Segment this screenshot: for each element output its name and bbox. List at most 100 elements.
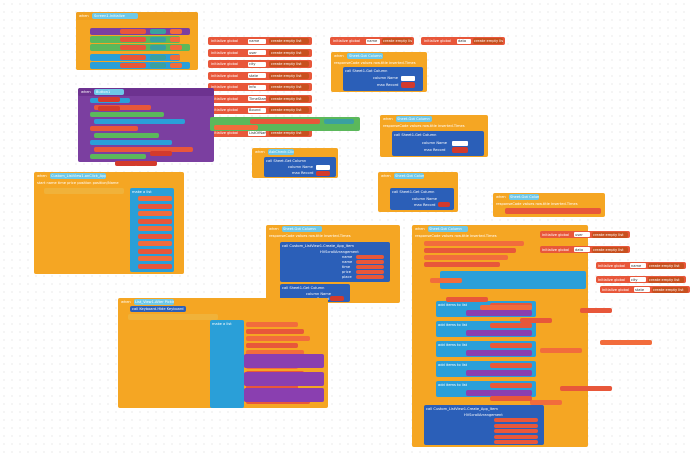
add-items-to-list[interactable]: add items to list: [436, 361, 536, 377]
global-name-field[interactable]: user: [574, 232, 590, 237]
event-block-onclick[interactable]: whenCustom_ListView1.onClick_App_Itemsta…: [34, 172, 184, 274]
global-name-field[interactable]: ListOfNames: [248, 130, 266, 136]
event-keyword: when: [269, 227, 279, 231]
event-name: AskCheck.Click: [269, 150, 294, 154]
statement-row: [90, 140, 172, 145]
list-op: create empty list: [271, 73, 302, 78]
add-items-to-list[interactable]: add items to list: [436, 381, 536, 397]
text-field[interactable]: [401, 75, 415, 81]
init-prefix: initialize global: [542, 232, 570, 237]
global-name-field[interactable]: state: [248, 73, 266, 78]
make-a-list-block[interactable]: make a list: [130, 188, 174, 272]
global-name: name: [631, 263, 642, 268]
event-name: Sheet.Got Column: [349, 54, 382, 58]
global-name: Info: [249, 85, 256, 89]
list-op-block[interactable]: [210, 117, 360, 131]
component-chip: Sheet.Got Column: [509, 194, 539, 200]
param-label: name: [342, 255, 353, 259]
text-field[interactable]: [316, 164, 330, 170]
param-label: column Name: [422, 141, 447, 145]
open-another-screen: [44, 188, 124, 194]
global-name-field[interactable]: TimeStamp: [248, 96, 266, 101]
global-name-field[interactable]: city: [630, 277, 646, 282]
init-global-block[interactable]: initialize globalTimeStampcreate empty l…: [208, 94, 312, 103]
event-params: responseCode values row.title inserted.T…: [269, 234, 351, 238]
param-label: HVScrollArrangement: [464, 413, 503, 417]
param-label: HVScrollArrangement: [320, 250, 359, 254]
value-chip: [560, 386, 612, 391]
global-name: ListOfNames: [249, 131, 266, 135]
add-items-to-list[interactable]: add items to list: [436, 341, 536, 357]
global-name-field[interactable]: data: [574, 247, 590, 252]
value-chip: [494, 440, 538, 444]
global-name-field[interactable]: Info: [248, 84, 266, 90]
global-name-field[interactable]: user: [248, 50, 266, 55]
call-block[interactable]: call Keyboard.Hide Keyboard: [130, 306, 186, 312]
global-name: name: [367, 39, 378, 43]
number-chip: [452, 147, 468, 153]
global-name-field[interactable]: city: [248, 61, 266, 67]
value-chip: [494, 429, 538, 433]
event-keyword: when: [334, 54, 344, 58]
statement-row: [90, 112, 164, 117]
call-name: call Custom_ListView1.Create_App_Item: [426, 407, 498, 411]
global-name-field[interactable]: name: [248, 38, 266, 44]
global-name-field[interactable]: name: [630, 263, 646, 268]
add-items-to-list[interactable]: add items to list: [436, 321, 536, 337]
value-chip: [120, 37, 146, 42]
statement-row: [90, 62, 190, 69]
global-name-field[interactable]: state: [634, 287, 650, 292]
event-name: Sheet.Got Column: [429, 227, 462, 231]
init-global-block[interactable]: initialize globalListOfNamescreate empty…: [208, 129, 312, 137]
global-name: state: [635, 287, 645, 292]
create-empty-list: create empty list: [652, 286, 688, 293]
global-name-field[interactable]: Bound: [248, 107, 266, 113]
event-name: Custom_ListView1.onClick_App_Item: [51, 174, 106, 178]
component-chip: Custom_ListView1.onClick_App_Item: [50, 173, 106, 179]
global-name-field[interactable]: name: [366, 38, 380, 44]
global-name-field[interactable]: data: [457, 38, 471, 44]
init-prefix: initialize global: [211, 131, 239, 135]
list-op: create empty list: [649, 263, 680, 268]
value-chip: [446, 297, 488, 302]
value-chip: [356, 265, 384, 269]
component-chip: Screen1.Initialize: [92, 13, 138, 19]
list-item-chip: [138, 226, 172, 231]
text-field[interactable]: [452, 140, 468, 146]
event-params: start name time price position position/…: [37, 181, 119, 185]
event-keyword: when: [381, 174, 391, 178]
event-params: responseCode values row.title inserted.T…: [383, 124, 465, 128]
value-chip: [150, 55, 166, 60]
make-a-list-block[interactable]: make a list: [210, 320, 244, 408]
value-chip: [120, 29, 146, 34]
